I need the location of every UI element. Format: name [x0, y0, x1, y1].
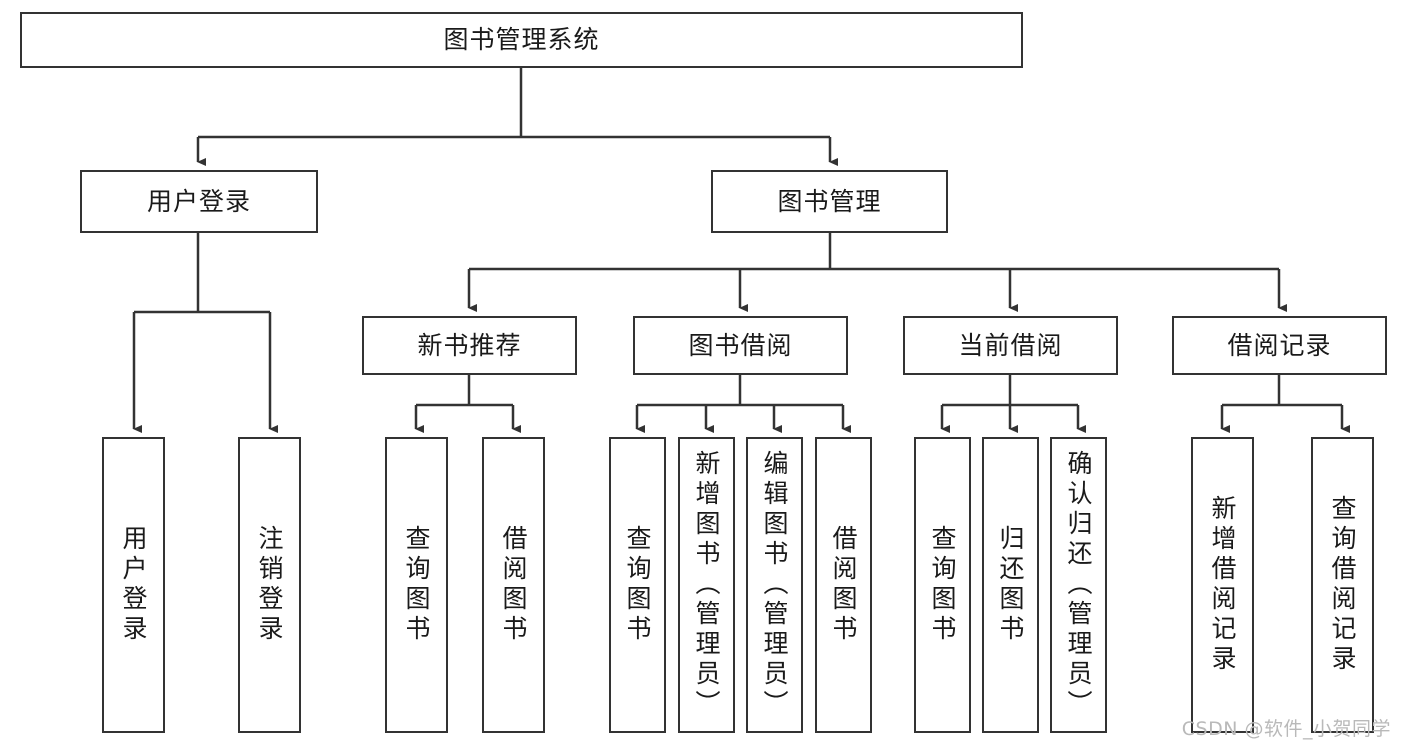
- leaf-logout[interactable]: 注销登录: [238, 437, 301, 733]
- node-label: 查询图书: [928, 525, 957, 645]
- leaf-edit-book-admin[interactable]: 编辑图书（管理员）: [746, 437, 803, 733]
- node-borrow-record[interactable]: 借阅记录: [1172, 316, 1387, 375]
- leaf-query-book-current[interactable]: 查询图书: [914, 437, 971, 733]
- node-label: 新增图书（管理员）: [692, 450, 721, 720]
- leaf-return-book[interactable]: 归还图书: [982, 437, 1039, 733]
- node-label: 新增借阅记录: [1208, 495, 1237, 675]
- leaf-borrow-book-recommend[interactable]: 借阅图书: [482, 437, 545, 733]
- leaf-confirm-return-admin[interactable]: 确认归还（管理员）: [1050, 437, 1107, 733]
- node-user-login[interactable]: 用户登录: [80, 170, 318, 233]
- node-label: 借阅记录: [1227, 330, 1332, 360]
- node-new-book-recommend[interactable]: 新书推荐: [362, 316, 577, 375]
- leaf-borrow-book[interactable]: 借阅图书: [815, 437, 872, 733]
- node-label: 注销登录: [255, 525, 284, 645]
- leaf-add-borrow-record[interactable]: 新增借阅记录: [1191, 437, 1254, 733]
- node-label: 用户登录: [119, 525, 148, 645]
- leaf-query-book-recommend[interactable]: 查询图书: [385, 437, 448, 733]
- node-label: 查询借阅记录: [1328, 495, 1357, 675]
- node-book-borrow[interactable]: 图书借阅: [633, 316, 848, 375]
- node-current-borrow[interactable]: 当前借阅: [903, 316, 1118, 375]
- leaf-user-login[interactable]: 用户登录: [102, 437, 165, 733]
- node-label: 当前借阅: [958, 330, 1063, 360]
- node-label: 归还图书: [996, 525, 1025, 645]
- node-book-management[interactable]: 图书管理: [711, 170, 948, 233]
- node-label: 图书管理: [777, 186, 882, 216]
- node-label: 图书借阅: [688, 330, 793, 360]
- node-label: 查询图书: [623, 525, 652, 645]
- node-label: 用户登录: [146, 186, 251, 216]
- node-label: 借阅图书: [499, 525, 528, 645]
- node-label: 编辑图书（管理员）: [760, 450, 789, 720]
- node-label: 新书推荐: [417, 330, 522, 360]
- node-label: 查询图书: [402, 525, 431, 645]
- csdn-watermark: CSDN @软件_小贺同学: [1181, 718, 1391, 740]
- node-root-book-management-system[interactable]: 图书管理系统: [20, 12, 1023, 68]
- node-label: 图书管理系统: [443, 25, 600, 55]
- leaf-query-borrow-record[interactable]: 查询借阅记录: [1311, 437, 1374, 733]
- node-label: 借阅图书: [829, 525, 858, 645]
- leaf-add-book-admin[interactable]: 新增图书（管理员）: [678, 437, 735, 733]
- leaf-query-book-borrow[interactable]: 查询图书: [609, 437, 666, 733]
- node-label: 确认归还（管理员）: [1064, 450, 1093, 720]
